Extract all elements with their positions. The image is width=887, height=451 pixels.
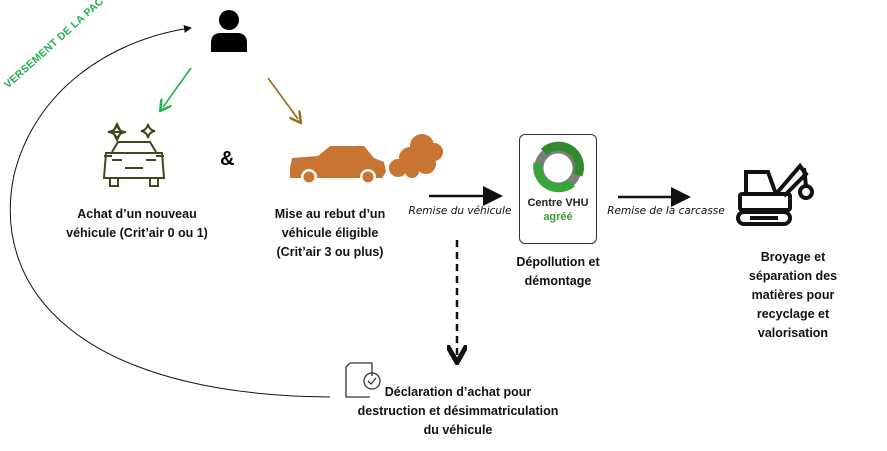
person-icon <box>211 10 247 52</box>
vhu-label: Dépollution et démontage <box>516 255 600 288</box>
scrap-car-label: Mise au rebut d’un véhicule éligible (Cr… <box>274 207 386 259</box>
smoke-icon <box>389 134 443 178</box>
new-car-icon <box>102 121 166 187</box>
pac-return-curve <box>9 24 331 398</box>
new-car-label: Achat d’un nouveau véhicule (Crit’air 0 … <box>66 207 208 240</box>
document-check-icon <box>345 362 381 398</box>
vhu-center-logo: Centre VHU agréé <box>519 134 597 244</box>
green-arrow <box>163 67 192 107</box>
brown-arrow <box>267 77 298 119</box>
ampersand: & <box>220 148 235 170</box>
recycle-ring-icon <box>533 141 584 193</box>
carcass-label: Remise de la carcasse <box>607 205 725 217</box>
handover-label: Remise du véhicule <box>408 205 512 217</box>
shredding-label: Broyage et séparation des matières pour … <box>748 250 838 340</box>
crane-icon <box>736 162 814 226</box>
declaration-label: Déclaration d’achat pour destruction et … <box>357 385 559 437</box>
old-car-icon <box>290 134 443 185</box>
vhu-subtitle: agréé <box>543 211 573 223</box>
vhu-title: Centre VHU <box>527 197 589 209</box>
